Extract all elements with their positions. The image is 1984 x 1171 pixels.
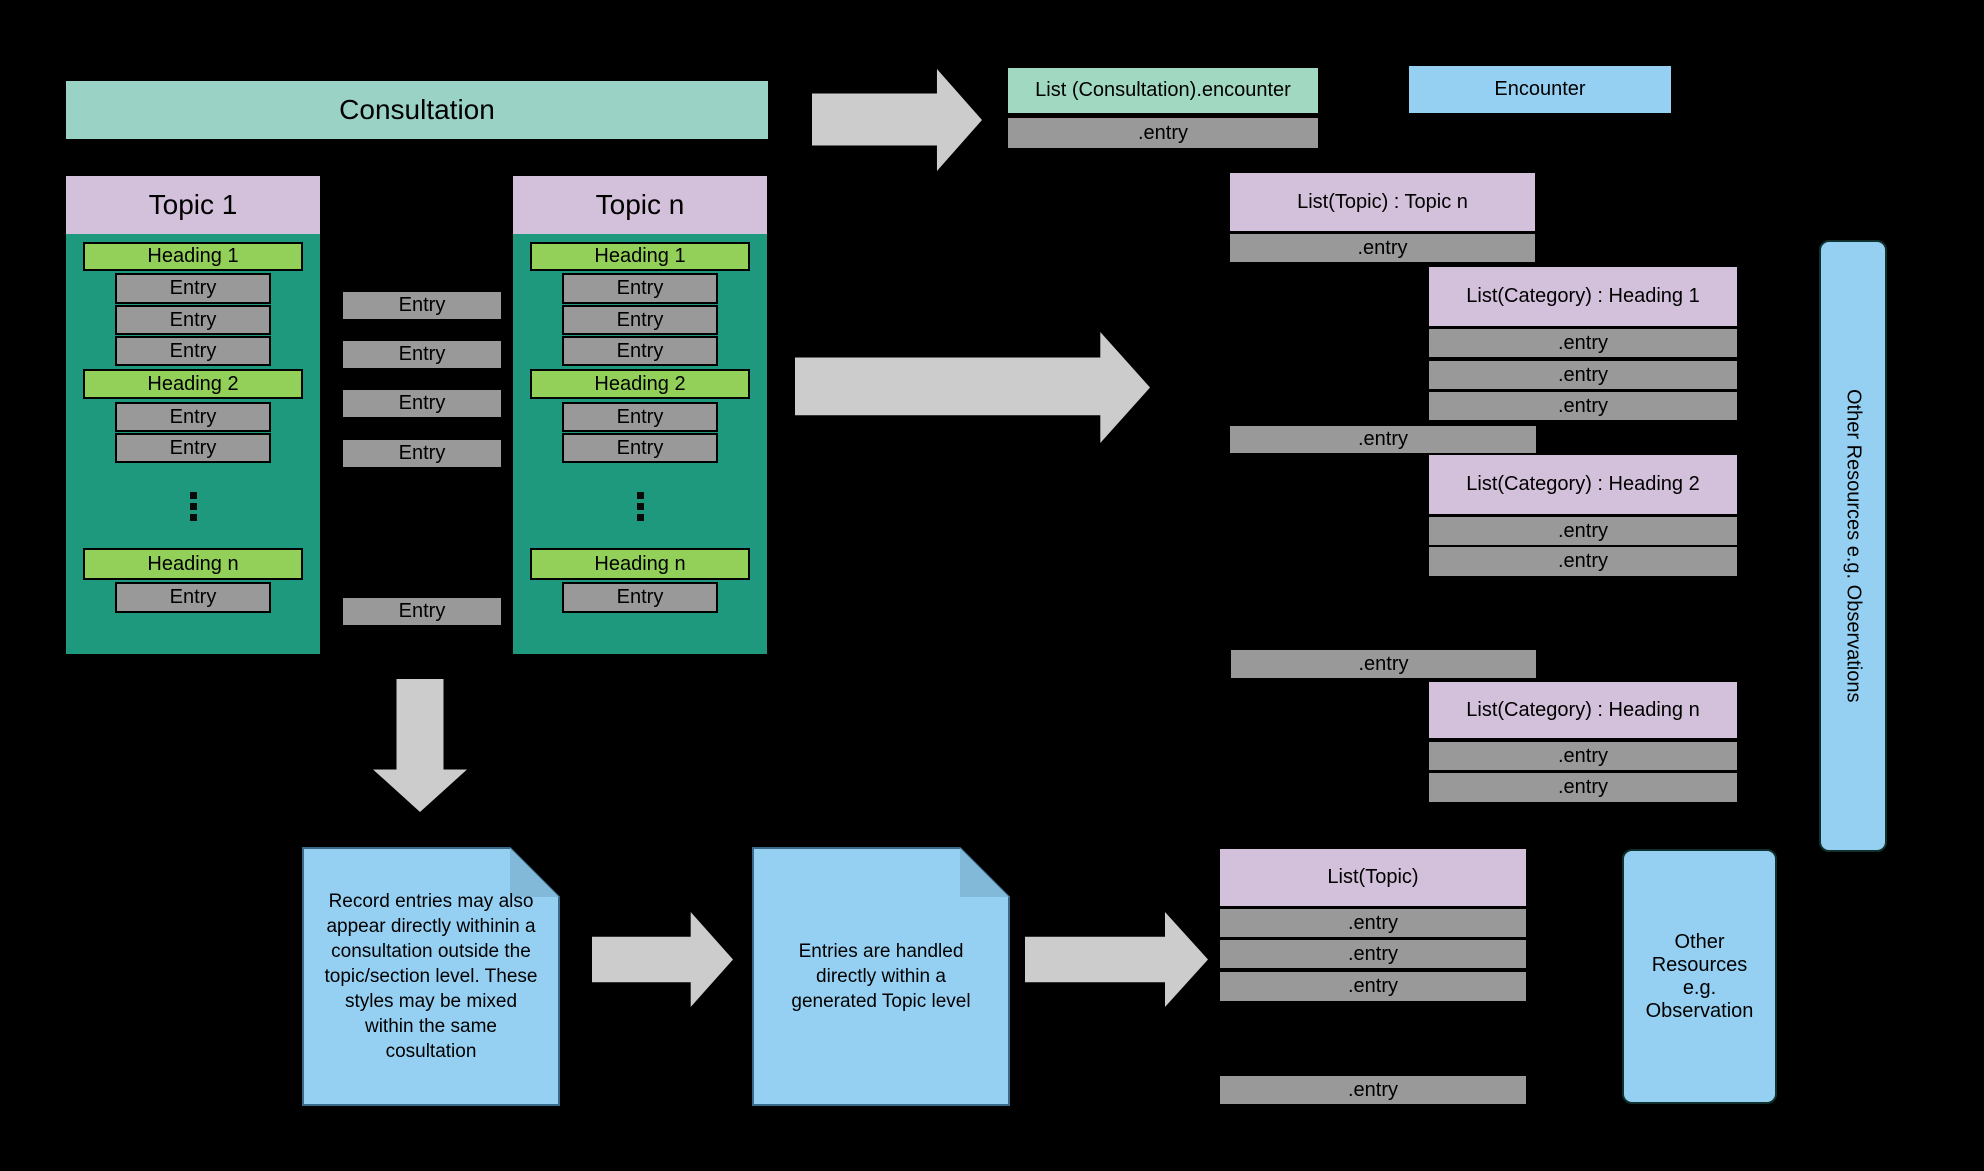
note-record-entries: Record entries may also appear directly … xyxy=(302,847,560,1106)
floating-entry: Entry xyxy=(343,292,501,319)
list-topic-n-entry-between: .entry xyxy=(1230,426,1536,453)
topic-1-entry: Entry xyxy=(115,433,271,463)
topic-n-heading-2: Heading 2 xyxy=(530,369,750,399)
ellipsis-dots xyxy=(66,488,320,525)
topic-1-heading-1: Heading 1 xyxy=(83,242,303,271)
topic-1-heading-n: Heading n xyxy=(83,548,303,580)
list-topic-entry: .entry xyxy=(1220,909,1526,937)
list-topic-n-header: List(Topic) : Topic n xyxy=(1230,173,1535,231)
list-topic-n-entry: .entry xyxy=(1230,234,1535,262)
list-consultation-encounter-entry: .entry xyxy=(1008,118,1318,148)
list-category-headingn-header: List(Category) : Heading n xyxy=(1429,682,1737,738)
list-consultation-encounter-header: List (Consultation).encounter xyxy=(1008,68,1318,113)
note-record-entries-text: Record entries may also appear directly … xyxy=(324,890,538,1063)
list-category-headingn-entry: .entry xyxy=(1429,773,1737,802)
topic-n-entry: Entry xyxy=(562,402,718,432)
list-category-heading2-header: List(Category) : Heading 2 xyxy=(1429,455,1737,514)
list-topic-entry: .entry xyxy=(1220,972,1526,1001)
topic-1-entry: Entry xyxy=(115,305,271,335)
arrow-note1-to-note2-icon xyxy=(592,912,733,1007)
other-resources-vertical-box: Other Resources e.g. Observations xyxy=(1819,240,1887,852)
list-category-heading1-entry: .entry xyxy=(1429,329,1737,357)
note-entries-handled-text: Entries are handled directly within a ge… xyxy=(791,940,971,1013)
note-entries-handled: Entries are handled directly within a ge… xyxy=(752,847,1010,1106)
consultation-banner: Consultation xyxy=(66,81,768,139)
list-category-heading1-entry: .entry xyxy=(1429,361,1737,389)
topic-1-header: Topic 1 xyxy=(66,176,320,234)
arrow-note2-to-list-topic-icon xyxy=(1025,912,1208,1007)
arrow-topics-to-note-icon xyxy=(373,679,467,812)
list-category-heading1-entry: .entry xyxy=(1429,392,1737,420)
topic-n-header: Topic n xyxy=(513,176,767,234)
topic-1-entry: Entry xyxy=(115,273,271,304)
topic-1-heading-2: Heading 2 xyxy=(83,369,303,399)
list-topic-entry: .entry xyxy=(1220,940,1526,968)
other-resources-box: Other Resources e.g. Observation xyxy=(1622,849,1777,1104)
ellipsis-dots xyxy=(513,488,767,525)
topic-1-block: Topic 1 Heading 1 Entry Entry Entry Head… xyxy=(66,176,320,654)
list-category-headingn-entry: .entry xyxy=(1429,742,1737,770)
topic-n-entry: Entry xyxy=(562,273,718,304)
list-category-heading2-entry: .entry xyxy=(1429,517,1737,545)
topic-n-heading-1: Heading 1 xyxy=(530,242,750,271)
topic-n-block: Topic n Heading 1 Entry Entry Entry Head… xyxy=(513,176,767,654)
encounter-box: Encounter xyxy=(1409,66,1671,113)
list-category-heading1-header: List(Category) : Heading 1 xyxy=(1429,267,1737,326)
topic-1-entry: Entry xyxy=(115,336,271,366)
arrow-topics-to-lists-icon xyxy=(795,332,1150,443)
topic-n-entry: Entry xyxy=(562,582,718,613)
floating-entry: Entry xyxy=(343,598,501,625)
arrow-consultation-to-list-icon xyxy=(812,69,982,171)
floating-entry: Entry xyxy=(343,440,501,467)
topic-n-heading-n: Heading n xyxy=(530,548,750,580)
floating-entry: Entry xyxy=(343,390,501,417)
topic-n-entry: Entry xyxy=(562,305,718,335)
topic-n-entry: Entry xyxy=(562,433,718,463)
list-topic-n-entry-between: .entry xyxy=(1231,650,1536,678)
topic-n-entry: Entry xyxy=(562,336,718,366)
topic-1-entry: Entry xyxy=(115,402,271,432)
floating-entry: Entry xyxy=(343,341,501,368)
topic-1-entry: Entry xyxy=(115,582,271,613)
list-topic-loose-entry: .entry xyxy=(1220,1076,1526,1104)
list-topic-header: List(Topic) xyxy=(1220,849,1526,906)
list-category-heading2-entry: .entry xyxy=(1429,547,1737,576)
